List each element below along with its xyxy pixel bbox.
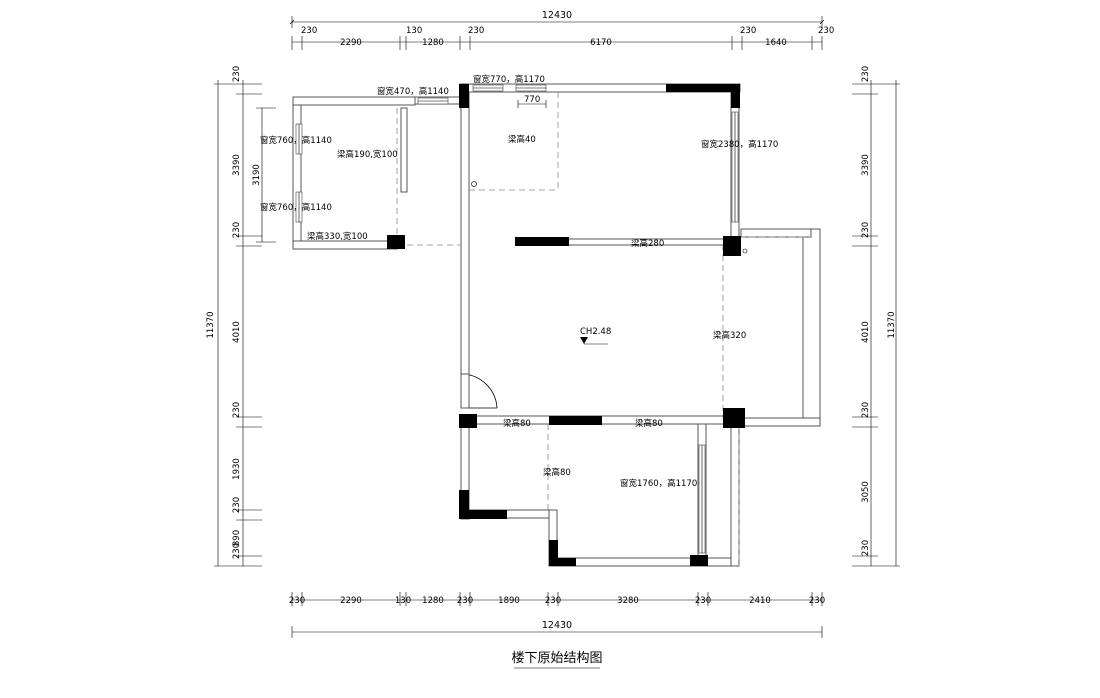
column [459,510,507,519]
label-beam-190: 梁高190,宽100 [337,149,398,160]
left-inner-dim: 3190 [252,164,262,186]
top-dim-6: 6170 [590,38,612,48]
left-dim-6: 1930 [232,458,242,480]
bottom-dim-7: 230 [545,596,561,606]
right-dim-1: 230 [861,66,871,82]
label-beam-40: 梁高40 [508,134,536,145]
label-window-760-b: 窗宽760，高1140 [260,202,332,213]
column [731,84,740,108]
label-window-2380: 窗宽2380，高1170 [701,139,778,150]
bottom-dim-3: 130 [395,596,411,606]
top-dim-2: 2290 [340,38,362,48]
top-dim-1: 230 [301,26,317,36]
bottom-dim-10: 2410 [749,596,771,606]
label-beam-330: 梁高330,宽100 [307,231,368,242]
bottom-dim-11: 230 [809,596,825,606]
left-dim-4: 4010 [232,321,242,343]
left-dim-8: 890 [232,530,242,546]
small-circle-marker [742,248,748,254]
drawing-title: 楼下原始结构图 [511,651,602,666]
left-dimension-chain: 11370 230 3390 230 4010 230 1930 230 890… [206,66,276,567]
windows [295,84,739,554]
level-triangle-icon [580,337,588,344]
structural-columns [387,84,745,566]
label-window-1760: 窗宽1760，高1170 [620,478,697,489]
bottom-dim-9: 230 [695,596,711,606]
right-dim-6: 3050 [861,481,871,503]
right-dim-5: 230 [861,402,871,418]
top-dim-3: 130 [406,26,422,36]
column [549,416,602,425]
left-dim-2: 3390 [232,154,242,176]
top-dim-5: 230 [468,26,484,36]
right-dim-3: 230 [861,222,871,238]
column [549,540,558,566]
label-beam-320: 梁高320 [713,330,746,341]
label-beam-80-a: 梁高80 [503,418,531,429]
column [459,414,477,428]
label-beam-280: 梁高280 [631,238,664,249]
door-swing [460,373,498,409]
label-window-470: 窗宽470，高1140 [377,86,449,97]
bottom-total-dim: 12430 [542,620,572,631]
column [459,84,469,108]
top-dim-4: 1280 [422,38,444,48]
column [666,84,740,92]
bottom-dim-6: 1890 [498,596,520,606]
top-dim-7: 230 [740,26,756,36]
top-dimension-chain: 12430 230 2290 130 1280 230 6170 230 164… [289,10,834,50]
label-window-760-a: 窗宽760，高1140 [260,135,332,146]
bottom-dimension-chain: 230 2290 130 1280 230 1890 230 3280 230 … [289,592,825,638]
right-dim-4: 4010 [861,321,871,343]
top-dim-9: 230 [818,26,834,36]
ceiling-height-label: CH2.48 [580,327,611,337]
bottom-dim-5: 230 [457,596,473,606]
left-dim-7: 230 [232,497,242,513]
column [690,555,708,566]
column [723,408,745,428]
right-dim-7: 230 [861,540,871,556]
left-dim-3: 230 [232,222,242,238]
left-dim-5: 230 [232,402,242,418]
right-total-dim: 11370 [887,311,897,338]
column [723,236,741,256]
bottom-dim-1: 230 [289,596,305,606]
annotations: 窗宽470，高1140 窗宽770，高1170 770 窗宽760，高1140 … [260,74,778,489]
column [515,237,569,246]
left-dim-1: 230 [232,66,242,82]
label-window-770: 窗宽770，高1170 [473,74,545,85]
top-dim-8: 1640 [765,38,787,48]
right-dimension-chain: 230 3390 230 4010 230 3050 230 11370 [852,66,900,567]
right-dim-2: 3390 [861,154,871,176]
label-dim-770: 770 [524,95,540,105]
top-total-dim: 12430 [542,10,572,21]
small-circle-marker [471,181,477,187]
label-beam-80-c: 梁高80 [543,467,571,478]
column [387,235,405,249]
bottom-dim-4: 1280 [422,596,444,606]
left-total-dim: 11370 [206,311,216,338]
column [549,558,576,566]
column [459,490,469,519]
label-beam-80-b: 梁高80 [635,418,663,429]
bottom-dim-8: 3280 [617,596,639,606]
beam-lines [396,92,810,566]
bottom-dim-2: 2290 [340,596,362,606]
ceiling-height-marker: CH2.48 [580,327,611,345]
left-dim-9: 230 [232,543,242,559]
